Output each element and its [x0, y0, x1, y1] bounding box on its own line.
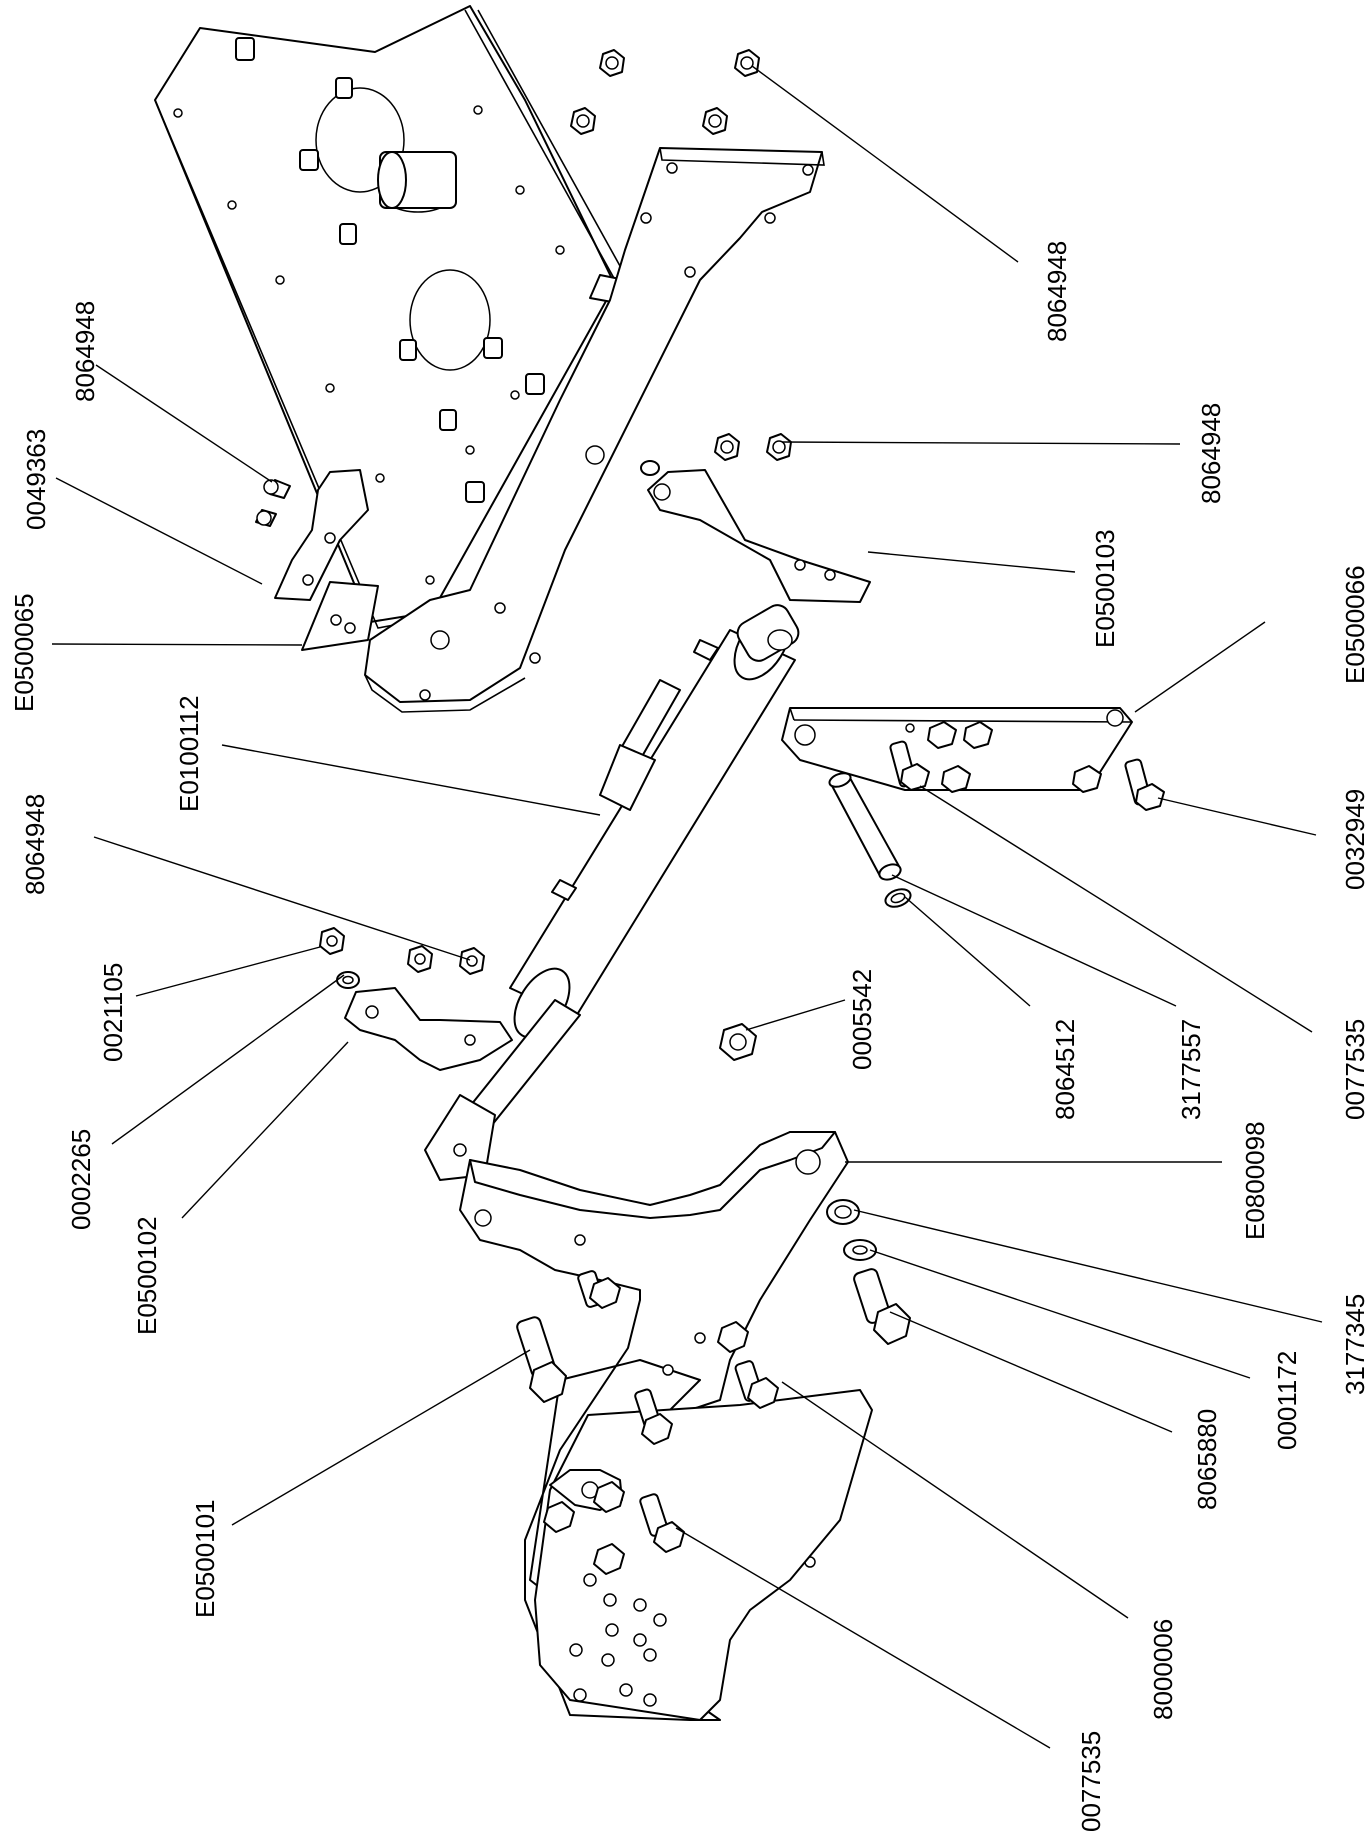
callout-label: E0100112: [174, 695, 204, 812]
left-bracket: [255, 469, 379, 651]
callout-label: E0500102: [132, 1216, 162, 1335]
hydraulic-cylinder: [424, 604, 800, 1181]
callout-label: 0032949: [1340, 789, 1370, 890]
leader-lines: [51, 65, 1323, 1749]
callout-label: 8064948: [1042, 241, 1072, 342]
top-nuts: [570, 49, 792, 461]
callout-label: 8065880: [1192, 1409, 1222, 1510]
lower-bolts: [516, 1199, 911, 1575]
callout-labels: 8064948 8064948 0049363 E0500065 8064948…: [9, 241, 1370, 1832]
callout-label: E0500101: [190, 1499, 220, 1618]
plate-studs: [235, 37, 545, 503]
callout-label: 0001172: [1272, 1351, 1302, 1450]
callout-label: 8064948: [20, 794, 50, 895]
callout-label: 0049363: [21, 429, 51, 530]
right-link-plate: [781, 707, 1165, 811]
callout-label: 8064512: [1050, 1019, 1080, 1120]
callout-label: E0500066: [1340, 565, 1370, 684]
callout-label: 3177557: [1176, 1019, 1206, 1120]
plate-holes: [173, 105, 565, 585]
left-lower-bracket: [344, 987, 513, 1071]
callout-label: 0077535: [1340, 1019, 1370, 1120]
callout-label: 0002265: [66, 1129, 96, 1230]
pin-and-washers: [828, 772, 912, 908]
callout-label: 0005542: [847, 969, 877, 1070]
callout-label: 0077535: [1076, 1731, 1106, 1832]
right-bracket: [640, 460, 871, 603]
callout-label: E0500065: [9, 593, 39, 712]
callout-label: E0500103: [1090, 529, 1120, 648]
callout-label: 8064948: [70, 301, 100, 402]
callout-label: 8000006: [1148, 1619, 1178, 1720]
callout-label: 0021105: [98, 963, 128, 1062]
lower-main-plate: [459, 1131, 873, 1721]
callout-label: 3177345: [1340, 1294, 1370, 1395]
upper-swing-arm: [364, 147, 825, 713]
top-mounting-plate: [154, 5, 626, 629]
callout-label: E0800098: [1240, 1121, 1270, 1240]
plate-hole-pattern: [569, 1573, 667, 1707]
callout-label: 8064948: [1196, 403, 1226, 504]
